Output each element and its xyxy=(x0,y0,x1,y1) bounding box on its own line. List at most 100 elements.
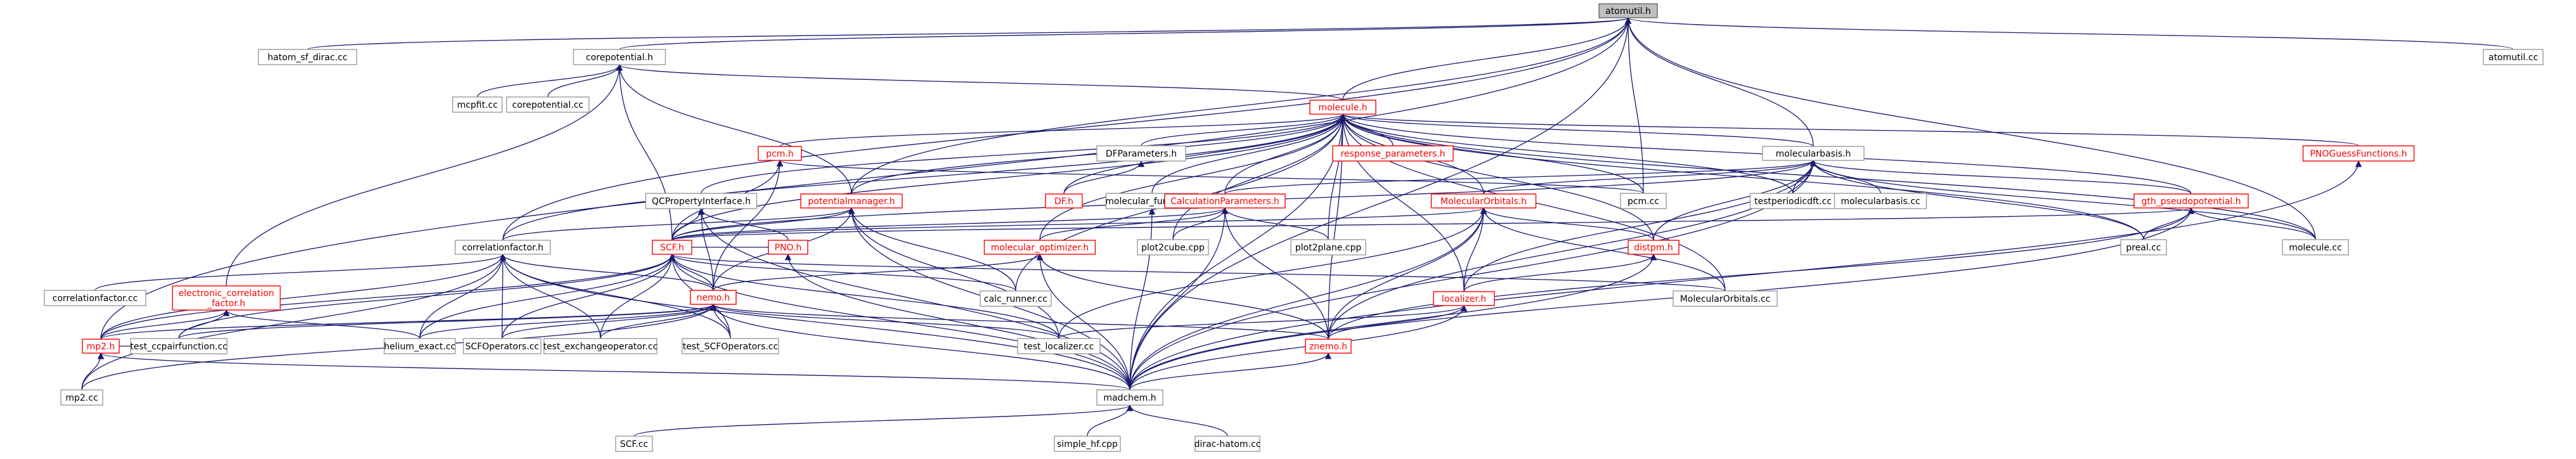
node-simplehf[interactable]: simple_hf.cpp xyxy=(1054,436,1121,452)
node-resp[interactable]: response_parameters.h xyxy=(1332,145,1454,162)
node-molorb-cc[interactable]: MolecularOrbitals.cc xyxy=(1673,290,1778,307)
edge-scfops-to-scf_h xyxy=(502,253,676,339)
node-label: MolecularOrbitals.h xyxy=(1440,197,1527,207)
node-testccpair[interactable]: test_ccpairfunction.cc xyxy=(130,338,228,354)
edge-molecule_h-to-corepot_h xyxy=(616,63,1343,101)
node-mcpfit[interactable]: mcpfit.cc xyxy=(452,96,503,113)
node-nemo-h[interactable]: nemo.h xyxy=(690,290,737,305)
node-calcrunner[interactable]: calc_runner.cc xyxy=(980,290,1052,307)
edge-madchem-to-molorb_h xyxy=(1129,207,1487,391)
node-plot2plane[interactable]: plot2plane.cpp xyxy=(1290,239,1366,255)
node-plot2cube[interactable]: plot2cube.cpp xyxy=(1137,239,1209,255)
edge-molecule_cc-to-molecule_h xyxy=(1339,113,2316,240)
node-label: test_ccpairfunction.cc xyxy=(130,342,227,352)
node-label: pcm.h xyxy=(766,149,794,159)
edge-hatom_sf-to-atomutil_h xyxy=(307,16,1631,50)
edge-znemo-to-localizer xyxy=(1328,304,1468,340)
node-corepot-cc[interactable]: corepotential.cc xyxy=(506,96,590,113)
edge-df_h-to-molecule_h xyxy=(1063,113,1347,195)
node-label: potentialmanager.h xyxy=(808,197,895,207)
edge-helium-to-scf_h xyxy=(419,253,676,339)
edge-testloc-to-localizer xyxy=(1058,304,1467,339)
edge-molbasis_h-to-molecule_h xyxy=(1340,113,1814,147)
edge-madchem-to-localizer xyxy=(1129,304,1468,391)
node-corrfact-cc[interactable]: correlationfactor.cc xyxy=(44,290,146,306)
node-hatom-sf[interactable]: hatom_sf_dirac.cc xyxy=(257,49,358,65)
node-madchem[interactable]: madchem.h xyxy=(1096,389,1163,406)
edge-localizer-to-molbasis_h xyxy=(1463,159,1817,292)
node-label: DF.h xyxy=(1054,197,1073,207)
node-dfparam[interactable]: DFParameters.h xyxy=(1096,145,1186,162)
node-testscfops[interactable]: test_SCFOperators.cc xyxy=(682,338,779,354)
node-atomutil-cc[interactable]: atomutil.cc xyxy=(2483,49,2544,65)
node-label: molecule.cc xyxy=(2289,243,2342,253)
node-molopt[interactable]: molecular_optimizer.h xyxy=(983,240,1096,255)
node-pcm-cc[interactable]: pcm.cc xyxy=(1620,193,1667,209)
edge-corrfact_h-to-molecule_h xyxy=(502,113,1347,241)
edge-testloc-to-scf_h xyxy=(668,253,1059,339)
node-testloc[interactable]: test_localizer.cc xyxy=(1017,338,1101,354)
node-corrfact-h[interactable]: correlationfactor.h xyxy=(455,240,551,255)
node-label: test_localizer.cc xyxy=(1024,342,1094,352)
node-znemo[interactable]: znemo.h xyxy=(1305,339,1352,354)
node-pno-h[interactable]: PNO.h xyxy=(768,240,808,255)
edge-molfunct-to-molecule_h xyxy=(1151,113,1347,194)
node-label: plot2cube.cpp xyxy=(1141,243,1205,253)
edge-helium-to-corrfact_h xyxy=(419,253,507,339)
node-label: plot2plane.cpp xyxy=(1295,243,1362,253)
node-mp2-h[interactable]: mp2.h xyxy=(82,339,120,354)
node-scf-cc[interactable]: SCF.cc xyxy=(615,436,653,452)
edge-znemo-to-molorb_h xyxy=(1328,207,1487,340)
node-diracatom[interactable]: dirac-hatom.cc xyxy=(1194,436,1261,452)
node-molecule-cc[interactable]: molecule.cc xyxy=(2282,239,2349,255)
edge-madchem-to-pnoguess xyxy=(1129,160,2362,391)
node-qcprop[interactable]: QCPropertyInterface.h xyxy=(645,193,758,209)
edge-mp2_h-to-atomutil_h xyxy=(100,16,1632,340)
node-label: PNOGuessFunctions.h xyxy=(2310,149,2407,159)
edge-distpm-to-molecule_h xyxy=(1339,113,1654,241)
node-mp2-cc[interactable]: mp2.cc xyxy=(60,389,103,406)
node-df-h[interactable]: DF.h xyxy=(1045,193,1083,209)
edge-testloc-to-molorb_h xyxy=(1058,207,1487,339)
node-label: calc_runner.cc xyxy=(984,294,1047,304)
node-molecule-h[interactable]: molecule.h xyxy=(1309,100,1376,115)
node-corepot-h[interactable]: corepotential.h xyxy=(573,49,666,65)
node-ecf[interactable]: electronic_correlation_factor.h xyxy=(172,285,281,311)
edge-qcprop-to-molecule_h xyxy=(701,113,1347,194)
edge-dfparam-to-molecule_h xyxy=(1141,113,1347,146)
edge-testloc-to-nemo_h xyxy=(709,303,1059,339)
edge-testexch-to-nemo_h xyxy=(600,303,717,339)
node-label: hatom_sf_dirac.cc xyxy=(268,53,347,63)
node-preal[interactable]: preal.cc xyxy=(2120,239,2167,255)
node-pnoguess[interactable]: PNOGuessFunctions.h xyxy=(2302,145,2415,162)
node-potman[interactable]: potentialmanager.h xyxy=(800,193,903,209)
edge-calcparam-to-molbasis_h xyxy=(1224,159,1816,195)
edge-helium-to-nemo_h xyxy=(419,303,717,339)
edge-znemo-to-gthpseudo xyxy=(1328,207,2195,340)
node-gthpseudo[interactable]: gth_pseudopotential.h xyxy=(2133,193,2249,209)
node-testperiodic[interactable]: testperiodicdft.cc xyxy=(1749,193,1837,209)
node-scfops[interactable]: SCFOperators.cc xyxy=(463,338,541,354)
node-label: molecularbasis.cc xyxy=(1841,197,1920,207)
edge-testccpair-to-nemo_h xyxy=(178,303,716,339)
edge-madchem-to-calcparam xyxy=(1129,207,1229,391)
node-helium[interactable]: helium_exact.cc xyxy=(384,338,456,354)
node-localizer[interactable]: localizer.h xyxy=(1433,291,1495,306)
node-molbasis-h[interactable]: molecularbasis.h xyxy=(1762,146,1865,161)
edge-mp2_h-to-corrfact_h xyxy=(100,253,507,340)
node-label: testperiodicdft.cc xyxy=(1754,197,1832,207)
edge-mcpfit-to-corepot_h xyxy=(477,63,623,98)
node-molbasis-cc[interactable]: molecularbasis.cc xyxy=(1834,193,1927,209)
node-scf-h[interactable]: SCF.h xyxy=(652,240,692,255)
edge-scf_h-to-potman xyxy=(671,207,855,241)
edge-nemo_h-to-corrfact_h xyxy=(499,253,714,291)
edge-molopt-to-molecule_h xyxy=(1039,113,1347,241)
node-label: atomutil.cc xyxy=(2489,53,2538,63)
node-testexch[interactable]: test_exchangeoperator.cc xyxy=(543,338,658,354)
node-distpm[interactable]: distpm.h xyxy=(1628,240,1680,255)
node-calcparam[interactable]: CalculationParameters.h xyxy=(1164,193,1286,209)
node-pcm-h[interactable]: pcm.h xyxy=(758,146,802,161)
edge-ecf-to-corepot_h xyxy=(226,63,623,287)
node-molorb-h[interactable]: MolecularOrbitals.h xyxy=(1430,193,1537,209)
edge-nemo_h-to-qcprop xyxy=(697,207,714,291)
